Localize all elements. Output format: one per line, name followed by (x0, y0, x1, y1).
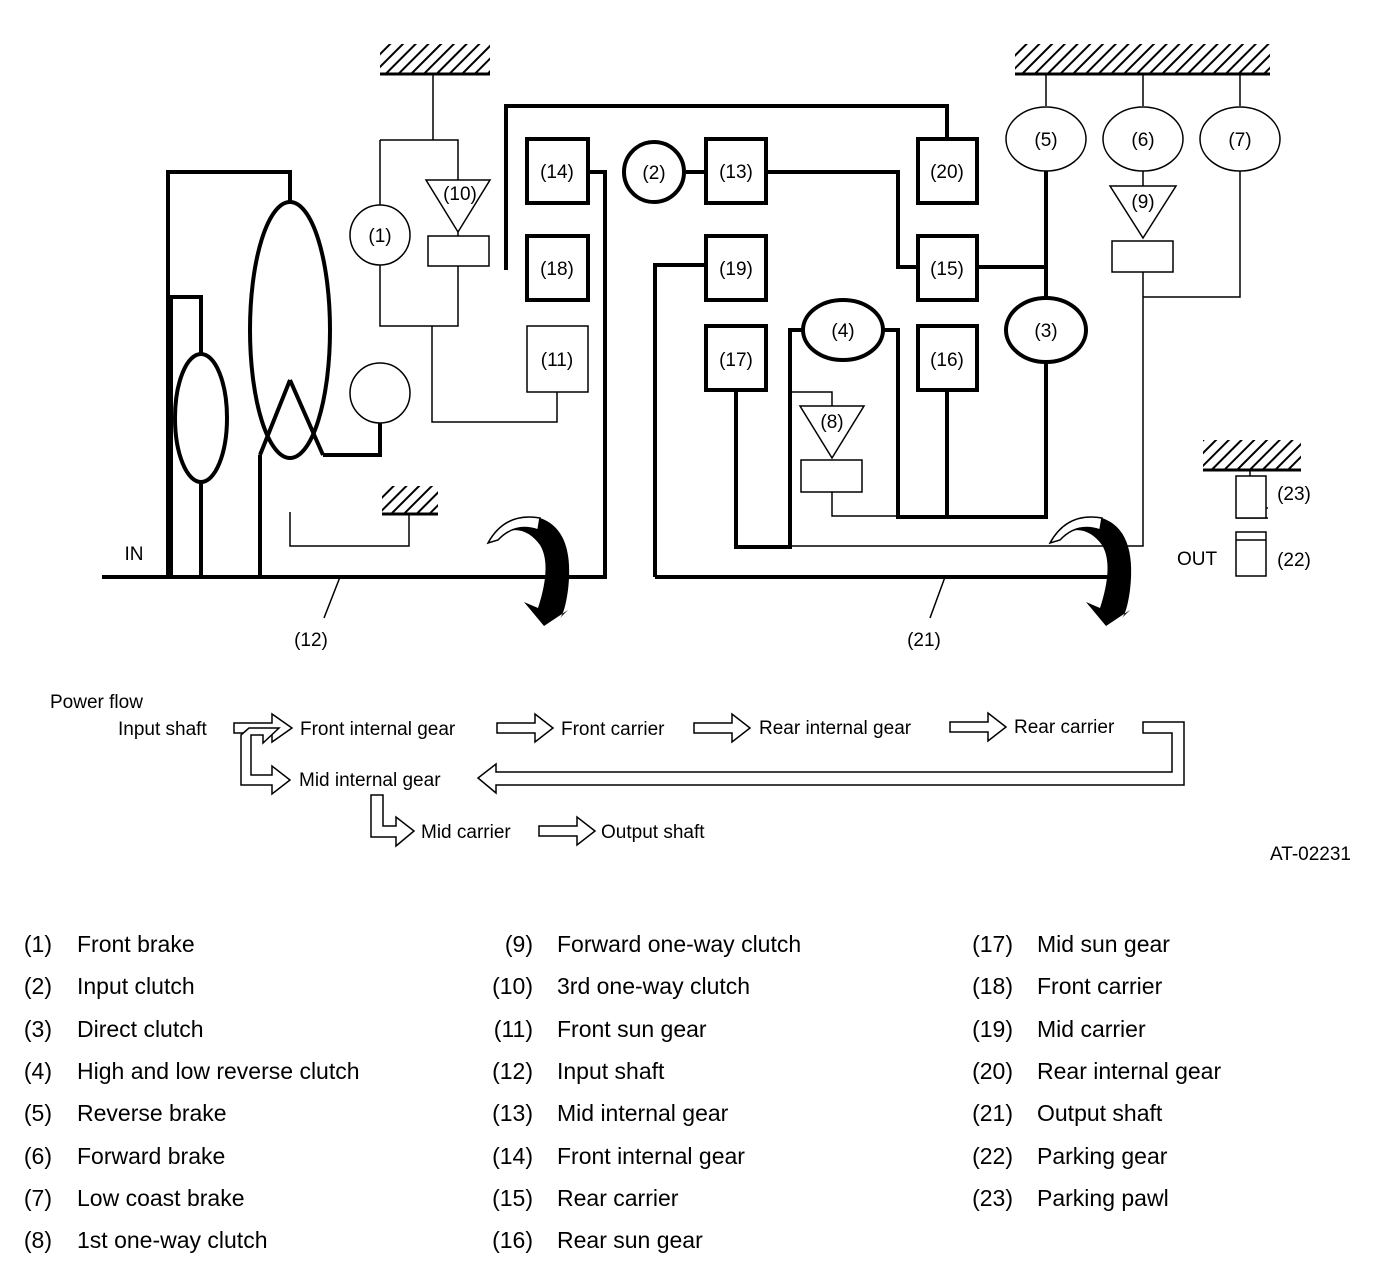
label-11: (11) (541, 350, 573, 371)
label-out: OUT (1177, 549, 1218, 570)
legend-item-number: (10) (492, 973, 533, 1000)
rotation-arrow-icon (486, 516, 570, 626)
legend-item-number: (8) (23, 1227, 52, 1254)
label-20: (20) (930, 162, 964, 183)
flow-output-shaft: Output shaft (601, 822, 705, 843)
label-8: (8) (820, 412, 843, 433)
legend-item-number: (5) (23, 1100, 52, 1127)
rotation-arrow-icon (1048, 516, 1132, 626)
power-flow-diagram: (1) (2) (3) (4) (5) (6) (7) (8) (9) (10)… (50, 44, 1351, 865)
clutch-shapes (173, 106, 1281, 484)
legend-item-name: Input clutch (77, 973, 195, 1000)
legend-item-number: (22) (972, 1142, 1013, 1169)
label-19: (19) (719, 259, 753, 280)
legend-item-name: Front internal gear (557, 1142, 745, 1169)
legend-item-name: Parking pawl (1037, 1184, 1169, 1211)
label-21: (21) (907, 630, 941, 651)
label-2: (2) (642, 163, 665, 184)
figure-id: AT-02231 (1270, 844, 1351, 865)
label-5: (5) (1034, 130, 1057, 151)
legend-item-name: Parking gear (1037, 1142, 1168, 1169)
thick-links (102, 104, 1125, 579)
legend-item-name: Mid sun gear (1037, 931, 1170, 957)
legend-item-name: Forward one-way clutch (557, 931, 802, 957)
legend-item-name: High and low reverse clutch (77, 1057, 360, 1084)
label-18: (18) (540, 259, 574, 280)
flow-mid-internal-gear: Mid internal gear (299, 770, 441, 791)
legend-item-name: 1st one-way clutch (77, 1227, 268, 1254)
power-flow-title: Power flow (50, 692, 143, 713)
flow-arrow-icon (370, 794, 416, 848)
legend-item-number: (2) (23, 973, 52, 1000)
flow-front-internal-gear: Front internal gear (300, 719, 456, 740)
legend-item-name: Front carrier (1037, 973, 1163, 1000)
legend-item-name: Rear carrier (557, 1184, 679, 1211)
label-23: (23) (1277, 484, 1311, 505)
label-15: (15) (930, 259, 964, 280)
flow-front-carrier: Front carrier (561, 719, 665, 740)
label-16: (16) (930, 350, 964, 371)
flow-arrow-icon (233, 711, 1008, 847)
label-10: (10) (443, 184, 477, 205)
flow-arrow-icon (240, 727, 292, 796)
legend-item-number: (15) (492, 1184, 533, 1211)
label-6: (6) (1131, 130, 1154, 151)
legend-item-number: (7) (23, 1184, 52, 1211)
legend-item-number: (16) (492, 1227, 533, 1254)
legend-item-name: Rear sun gear (557, 1227, 703, 1254)
legend-item-number: (9) (504, 931, 533, 957)
legend-item-number: (19) (972, 1015, 1013, 1042)
flow-rear-carrier: Rear carrier (1014, 717, 1115, 738)
flow-mid-carrier: Mid carrier (421, 822, 511, 843)
legend-item-number: (3) (23, 1015, 52, 1042)
legend-item-name: Rear internal gear (1037, 1057, 1222, 1084)
legend-item-name: Reverse brake (77, 1100, 227, 1127)
thin-links (289, 74, 1268, 547)
legend-item-number: (13) (492, 1100, 533, 1127)
legend-item-number: (21) (972, 1100, 1013, 1127)
legend-item-name: Low coast brake (77, 1184, 245, 1211)
legend-item-number: (4) (23, 1057, 52, 1084)
legend-item-number: (14) (492, 1142, 533, 1169)
label-12: (12) (294, 630, 328, 651)
label-13: (13) (719, 162, 753, 183)
label-in: IN (125, 544, 144, 565)
legend-item-number: (1) (23, 931, 52, 957)
legend-item-name: Front sun gear (557, 1015, 707, 1042)
label-7: (7) (1228, 130, 1251, 151)
ground-hatch (380, 44, 1301, 516)
legend-item-number: (11) (493, 1015, 533, 1042)
label-4: (4) (831, 321, 854, 342)
legend-item-name: Front brake (77, 931, 195, 957)
legend-item-number: (23) (972, 1184, 1013, 1211)
legend-item-name: Mid carrier (1037, 1015, 1146, 1042)
legend-item-number: (18) (972, 973, 1013, 1000)
legend-item-number: (6) (23, 1142, 52, 1169)
legend-item-name: Direct clutch (77, 1015, 204, 1042)
legend-item-name: Mid internal gear (557, 1100, 729, 1127)
label-3: (3) (1034, 321, 1057, 342)
legend-item-name: Forward brake (77, 1142, 226, 1169)
flow-input-shaft: Input shaft (118, 719, 207, 740)
label-17: (17) (719, 350, 753, 371)
legend-item-name: Input shaft (557, 1057, 665, 1084)
flow-arrow-icon (476, 721, 1185, 795)
legend-item-number: (20) (972, 1057, 1013, 1084)
flow-rear-internal-gear: Rear internal gear (759, 718, 912, 739)
label-1: (1) (368, 226, 391, 247)
legend-item-number: (17) (972, 931, 1013, 957)
label-14: (14) (540, 162, 574, 183)
label-9: (9) (1131, 192, 1154, 213)
label-22: (22) (1277, 550, 1311, 571)
legend-item-name: 3rd one-way clutch (557, 973, 751, 1000)
legend-item-number: (12) (492, 1057, 533, 1084)
legend-item-name: Output shaft (1037, 1100, 1163, 1127)
